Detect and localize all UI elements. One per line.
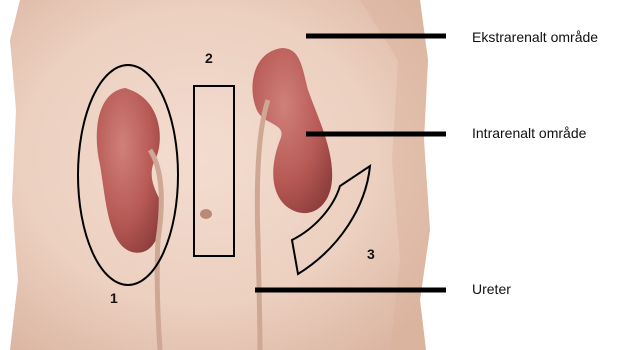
marker-3: 3: [367, 246, 375, 262]
marker-1: 1: [110, 290, 118, 306]
navel: [200, 209, 212, 219]
label-intrarenal: Intrarenalt område: [472, 125, 587, 141]
torso-skin: [10, 0, 430, 350]
label-ureter: Ureter: [472, 281, 511, 297]
marker-2: 2: [205, 50, 213, 66]
label-extrarenal: Ekstrarenalt område: [472, 29, 598, 45]
